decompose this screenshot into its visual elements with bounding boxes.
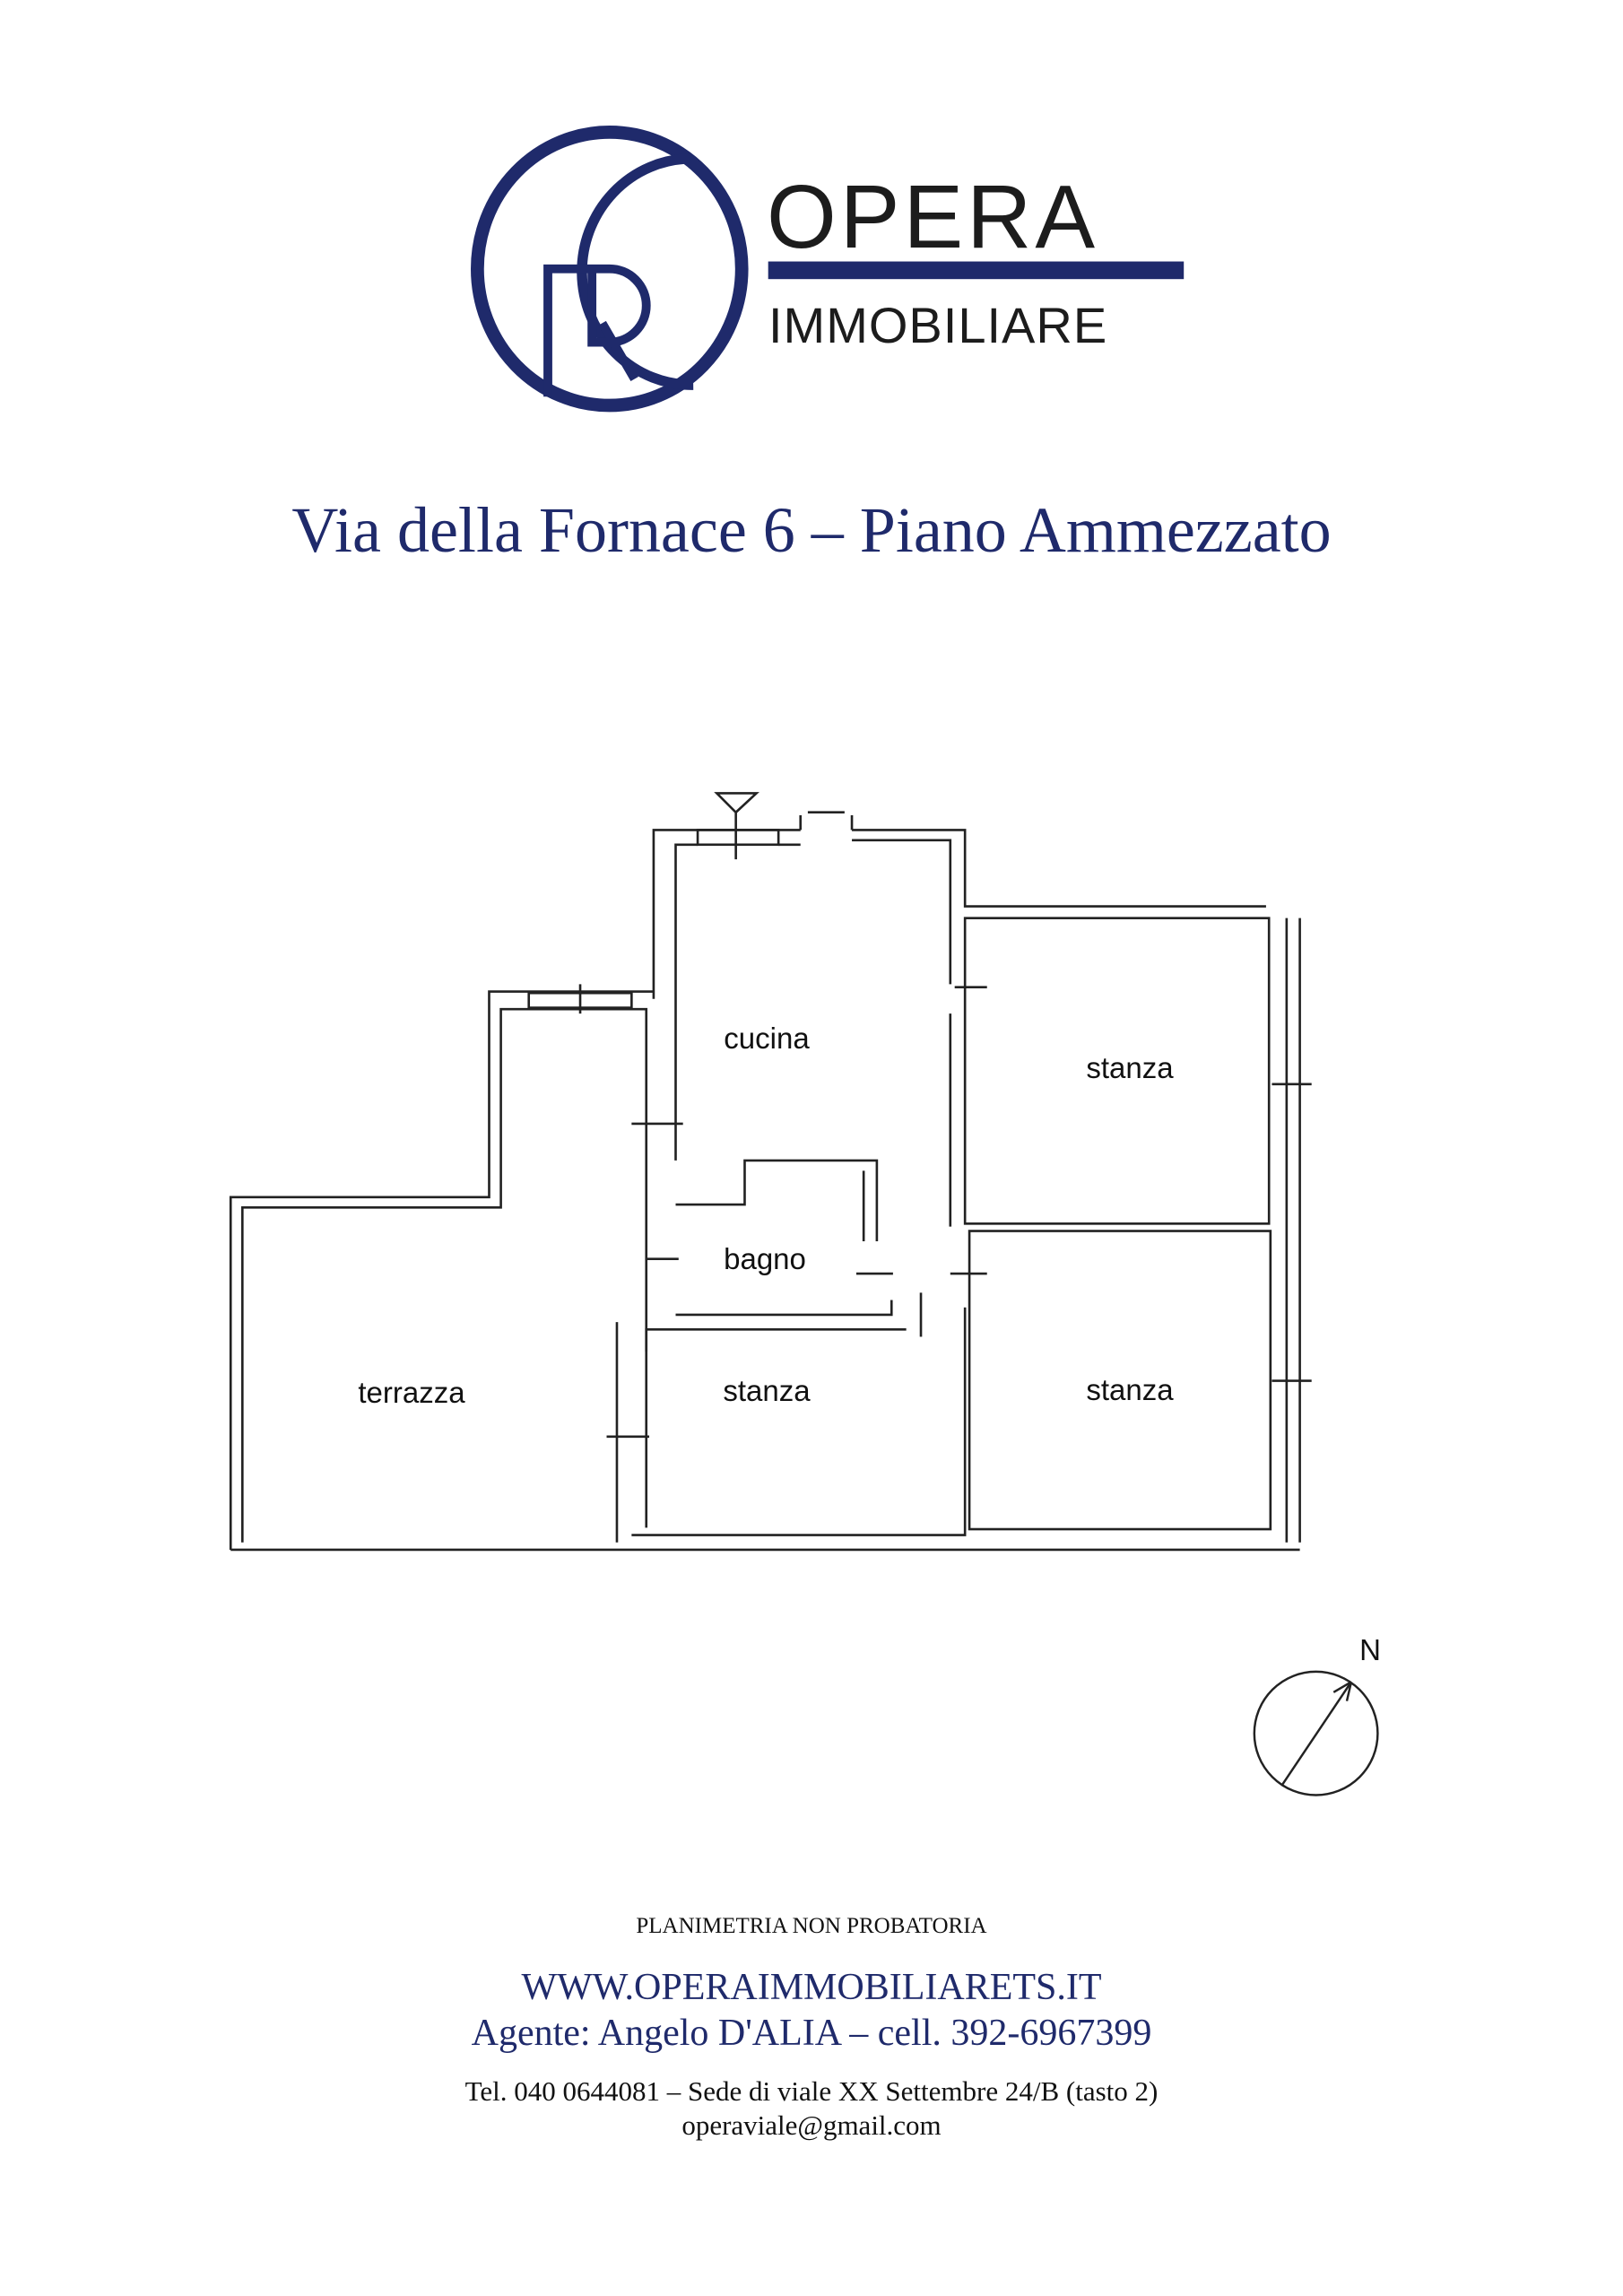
agent-contact: Agente: Angelo D'ALIA – cell. 392-696739… xyxy=(471,2013,1152,2054)
website-link[interactable]: WWW.OPERAIMMOBILIARETS.IT xyxy=(521,1967,1102,2008)
room-label-terrazza: terrazza xyxy=(358,1376,465,1409)
logo-bar xyxy=(768,261,1185,280)
logo-monogram xyxy=(471,126,749,413)
logo-subtitle: IMMOBILIARE xyxy=(768,297,1108,353)
office-info: Tel. 040 0644081 – Sede di viale XX Sett… xyxy=(464,2075,1159,2107)
room-label-bagno: bagno xyxy=(724,1242,806,1275)
logo-name: OPERA xyxy=(767,167,1099,267)
page-title: Via della Fornace 6 – Piano Ammezzato xyxy=(291,494,1332,566)
room-label-cucina: cucina xyxy=(724,1022,810,1055)
walls xyxy=(229,792,1312,1552)
disclaimer: PLANIMETRIA NON PROBATORIA xyxy=(636,1914,987,1938)
north-label: N xyxy=(1359,1633,1381,1666)
room-label-stanza: stanza xyxy=(1086,1373,1174,1406)
email-link[interactable]: operaviale@gmail.com xyxy=(681,2109,942,2141)
room-label-stanza: stanza xyxy=(1086,1051,1174,1084)
room-label-stanza: stanza xyxy=(723,1374,811,1407)
north-compass-icon xyxy=(1253,1670,1379,1796)
